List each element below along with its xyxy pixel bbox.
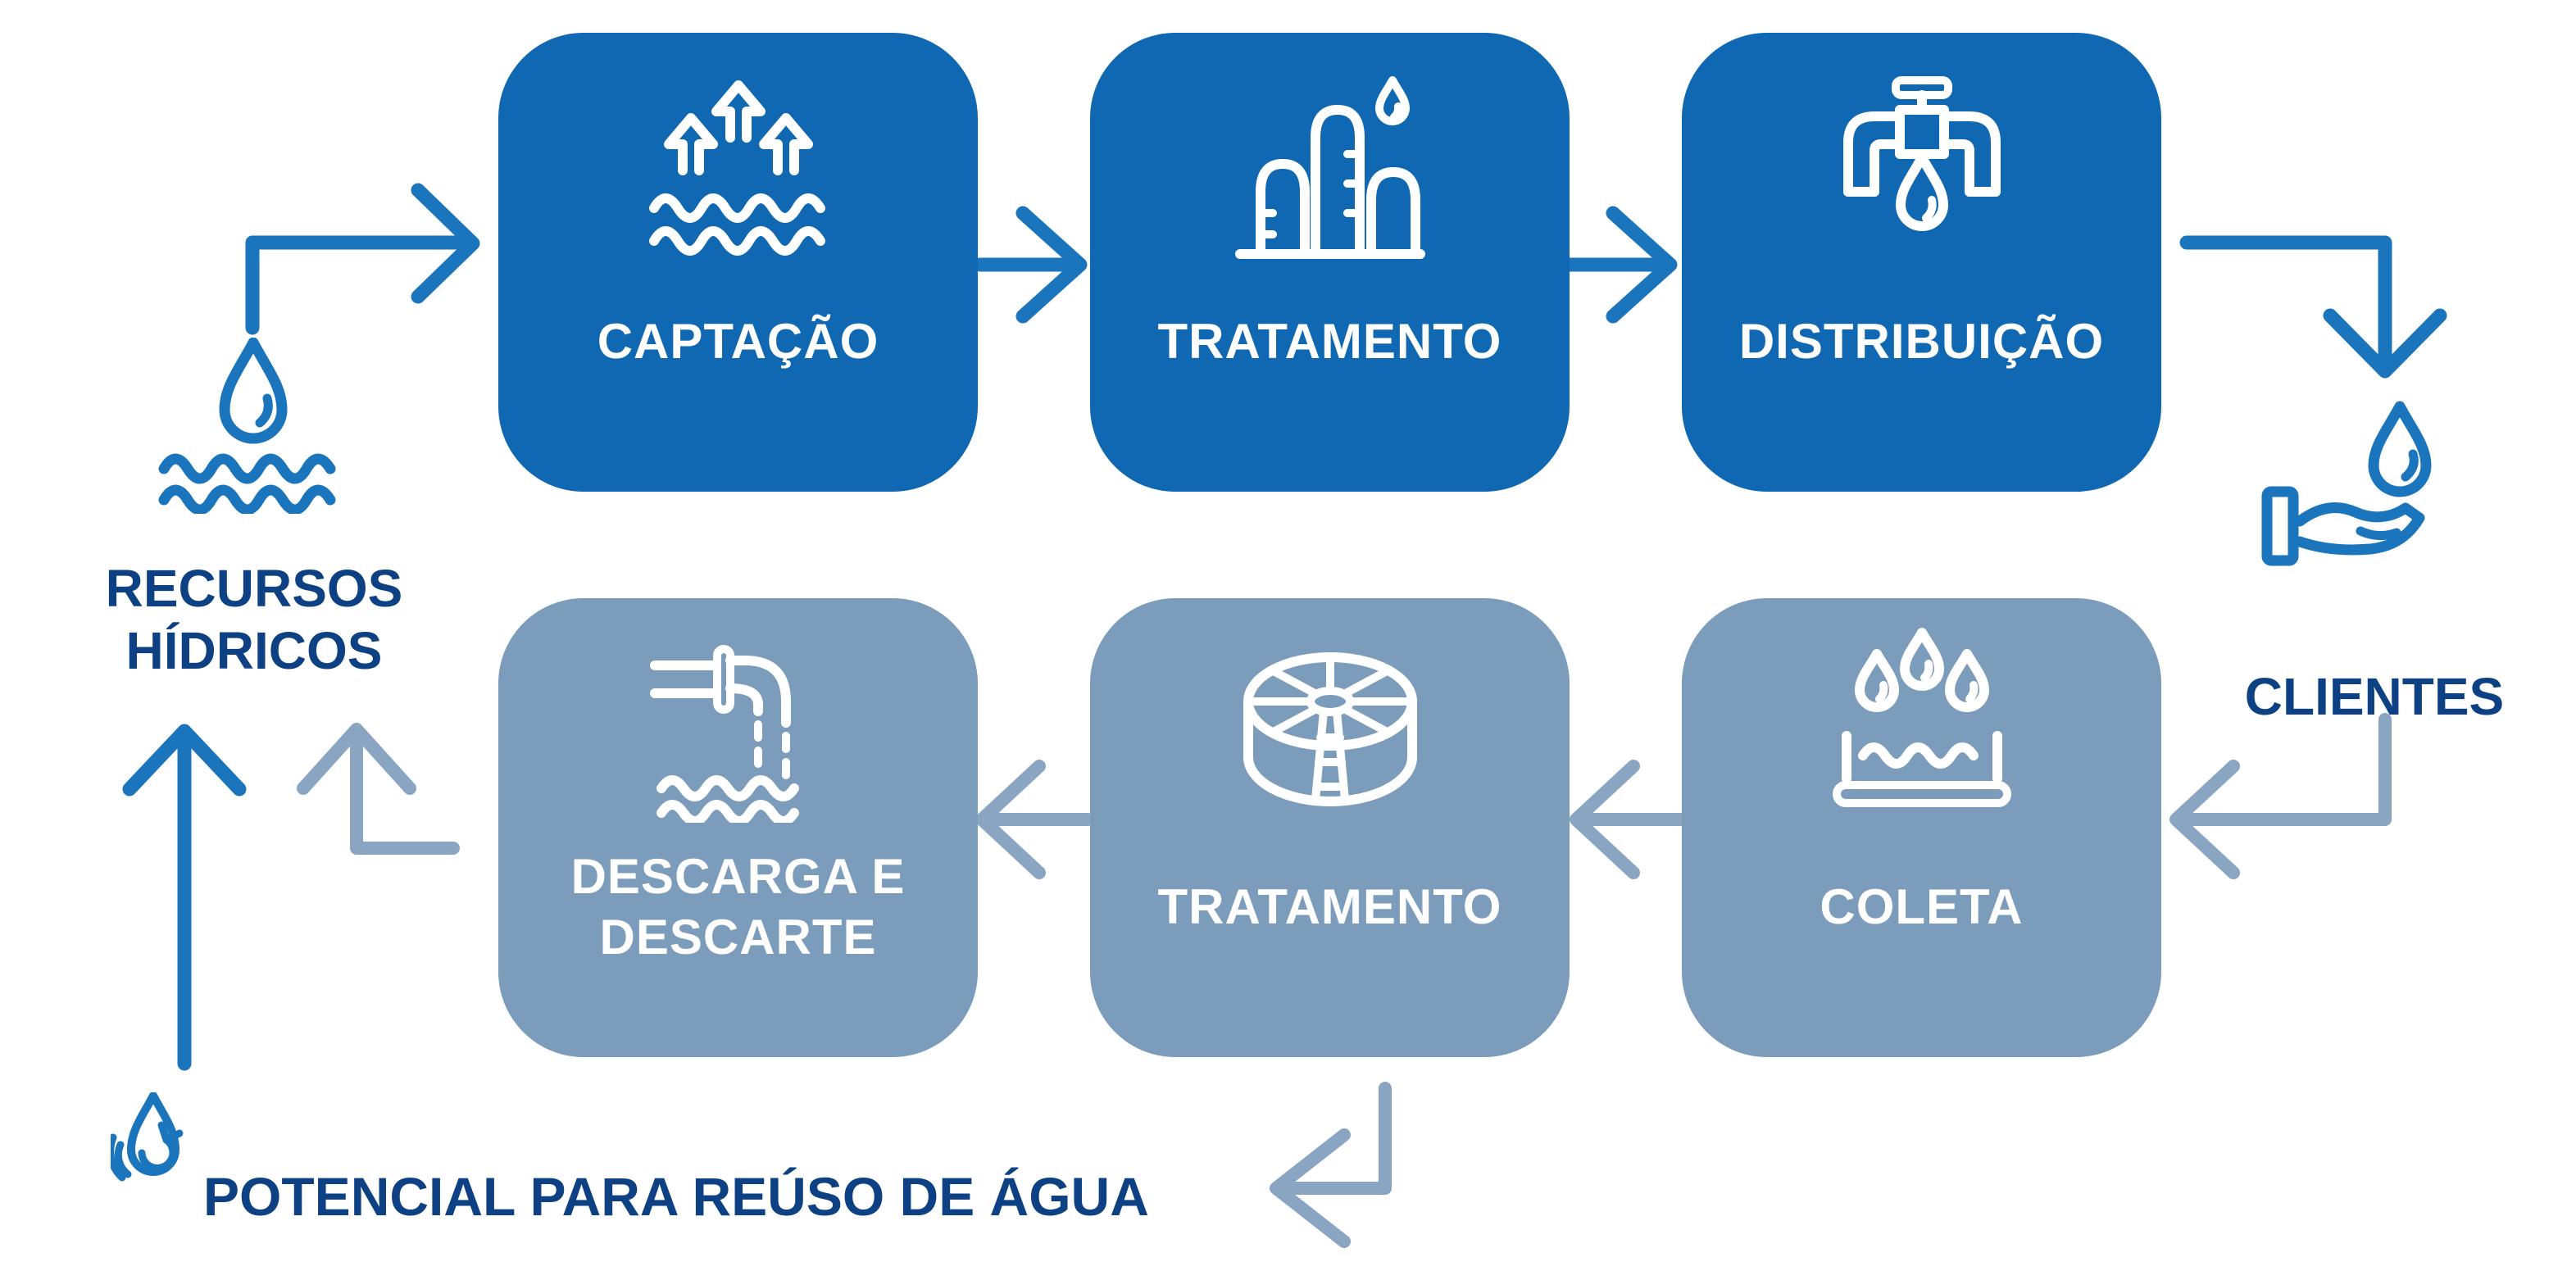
- stage-label-descarga-line2: DESCARTE: [599, 910, 877, 965]
- stage-label-tratamento-agua: TRATAMENTO: [1157, 314, 1502, 369]
- drops-collection-basin-icon: [1832, 628, 2011, 807]
- arrow-tratamento-to-distribuicao: [1563, 206, 1678, 324]
- stage-label-coleta: COLETA: [1820, 879, 2024, 934]
- node-label-clientes: CLIENTES: [2244, 667, 2505, 726]
- water-reuse-recycle-drop-icon: [111, 1092, 184, 1182]
- stage-tratamento-esgoto: TRATAMENTO: [1090, 598, 1570, 1057]
- hand-holding-drop-icon: [2261, 401, 2432, 566]
- node-label-recursos-hidricos: RECURSOS HÍDRICOS: [49, 557, 459, 682]
- stage-descarga: DESCARGA E DESCARTE: [498, 598, 978, 1057]
- recursos-label-line1: RECURSOS: [105, 559, 403, 618]
- arrow-clientes-to-coleta: [2169, 713, 2392, 879]
- discharge-pipe-waves-icon: [649, 645, 799, 823]
- treatment-tanks-drop-icon: [1234, 76, 1425, 259]
- arrow-distribuicao-to-clientes: [2179, 235, 2447, 379]
- faucet-water-drop-icon: [1842, 76, 2001, 231]
- stage-tratamento-agua: TRATAMENTO: [1090, 33, 1570, 492]
- stage-distribuicao: DISTRIBUIÇÃO: [1682, 33, 2161, 492]
- arrow-tratamento-to-descarga: [975, 760, 1094, 879]
- stage-coleta: COLETA: [1682, 598, 2161, 1057]
- arrow-tratamento-to-reuso: [1270, 1082, 1392, 1248]
- node-label-reuso: POTENCIAL PARA REÚSO DE ÁGUA: [203, 1166, 1149, 1227]
- arrow-captacao-to-tratamento: [973, 206, 1088, 324]
- arrows-up-from-water-icon: [648, 80, 825, 256]
- stage-label-tratamento-esgoto: TRATAMENTO: [1157, 879, 1502, 934]
- stage-label-descarga-line1: DESCARGA E: [570, 849, 906, 904]
- arrow-recursos-to-captacao: [245, 183, 480, 335]
- water-drop-waves-icon: [158, 338, 336, 514]
- clarifier-tank-icon: [1243, 652, 1417, 806]
- stage-label-descarga: DESCARGA E DESCARTE: [498, 847, 978, 968]
- recursos-label-line2: HÍDRICOS: [125, 621, 383, 680]
- arrow-coleta-to-tratamento: [1570, 760, 1688, 879]
- stage-label-captacao: CAPTAÇÃO: [597, 314, 879, 369]
- stage-captacao: CAPTAÇÃO: [498, 33, 978, 492]
- stage-label-distribuicao: DISTRIBUIÇÃO: [1738, 314, 2105, 369]
- arrow-reuso-to-recursos: [122, 724, 247, 1071]
- arrow-descarga-to-recursos: [297, 723, 460, 855]
